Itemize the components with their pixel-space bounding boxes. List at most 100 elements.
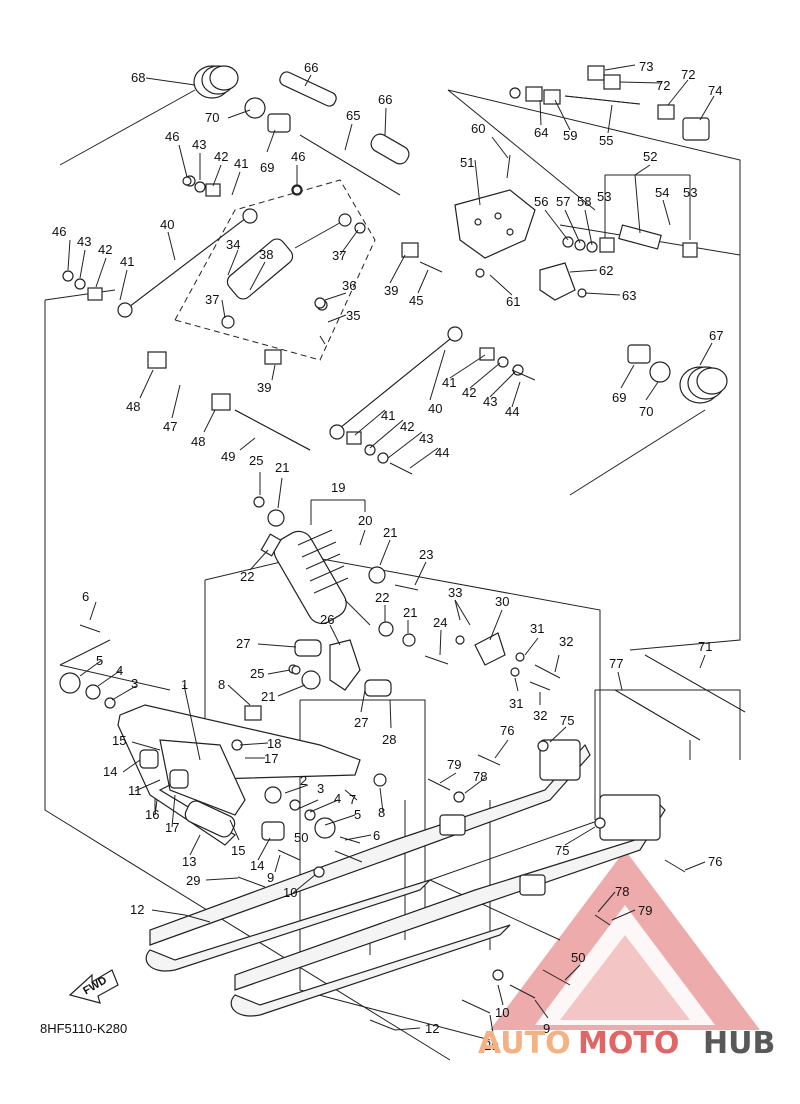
- callout-25: 25: [249, 453, 263, 468]
- callout-76: 76: [500, 723, 514, 738]
- callout-6: 6: [82, 589, 89, 604]
- callout-9: 9: [267, 870, 274, 885]
- callout-48: 48: [126, 399, 140, 414]
- front-shock-absorber: [253, 496, 416, 647]
- callout-50: 50: [571, 950, 585, 965]
- callout-78: 78: [615, 884, 629, 899]
- callout-1: 1: [181, 677, 188, 692]
- callout-2: 2: [300, 773, 307, 788]
- callout-79: 79: [447, 757, 461, 772]
- watermark-triangle-logo: [490, 850, 760, 1030]
- callout-73: 73: [639, 59, 653, 74]
- callout-44: 44: [505, 404, 519, 419]
- callout-21: 21: [261, 689, 275, 704]
- callout-69: 69: [612, 390, 626, 405]
- callout-72: 72: [681, 67, 695, 82]
- callout-67: 67: [709, 328, 723, 343]
- callout-75: 75: [560, 713, 574, 728]
- callout-37: 37: [205, 292, 219, 307]
- callout-7: 7: [349, 792, 356, 807]
- callout-14: 14: [250, 858, 264, 873]
- callout-12: 12: [130, 902, 144, 917]
- callout-52: 52: [643, 149, 657, 164]
- callout-42: 42: [214, 149, 228, 164]
- callout-78: 78: [473, 769, 487, 784]
- svg-text:AUTO: AUTO: [478, 1026, 571, 1061]
- callout-43: 43: [192, 137, 206, 152]
- callout-24: 24: [433, 615, 447, 630]
- callout-39: 39: [384, 283, 398, 298]
- parts-illustration: [59, 64, 746, 1034]
- fwd-arrow-icon: [68, 969, 119, 1004]
- callout-31: 31: [530, 621, 544, 636]
- callout-42: 42: [400, 419, 414, 434]
- slide-rail-upper: [145, 739, 591, 972]
- bolts: [79, 154, 686, 1031]
- shock-brackets: [288, 632, 525, 697]
- callout-53: 53: [683, 185, 697, 200]
- callout-17: 17: [165, 820, 179, 835]
- enclosure-lines: [44, 89, 741, 1061]
- callout-66: 66: [304, 60, 318, 75]
- callout-76: 76: [708, 854, 722, 869]
- callout-43: 43: [77, 234, 91, 249]
- callout-18: 18: [267, 736, 281, 751]
- callout-53: 53: [597, 189, 611, 204]
- callout-3: 3: [317, 781, 324, 796]
- callout-34: 34: [226, 237, 240, 252]
- leader-lines: [67, 64, 715, 1034]
- callout-20: 20: [358, 513, 372, 528]
- callout-56: 56: [534, 194, 548, 209]
- callout-8: 8: [218, 677, 225, 692]
- callout-8: 8: [378, 805, 385, 820]
- callout-71: 71: [698, 639, 712, 654]
- callout-63: 63: [622, 288, 636, 303]
- callout-3: 3: [131, 676, 138, 691]
- callout-28: 28: [382, 732, 396, 747]
- callout-5: 5: [96, 653, 103, 668]
- callout-25: 25: [250, 666, 264, 681]
- callout-4: 4: [116, 663, 123, 678]
- torsion-spring-right: [569, 366, 728, 496]
- callout-54: 54: [655, 185, 669, 200]
- callout-46: 46: [52, 224, 66, 239]
- callout-60: 60: [471, 121, 485, 136]
- callout-35: 35: [346, 308, 360, 323]
- callout-42: 42: [98, 242, 112, 257]
- callout-19: 19: [331, 480, 345, 495]
- callout-43: 43: [483, 394, 497, 409]
- callout-13: 13: [182, 854, 196, 869]
- callout-62: 62: [599, 263, 613, 278]
- callout-46: 46: [165, 129, 179, 144]
- callout-37: 37: [332, 248, 346, 263]
- callout-12: 12: [425, 1021, 439, 1036]
- callout-46: 46: [291, 149, 305, 164]
- watermark-text: AUTO MOTO HUB: [478, 1026, 775, 1061]
- callout-15: 15: [231, 843, 245, 858]
- shafts: [234, 71, 746, 741]
- callout-49: 49: [221, 449, 235, 464]
- callout-26: 26: [320, 612, 334, 627]
- callout-72: 72: [656, 78, 670, 93]
- callout-11: 11: [128, 783, 142, 798]
- callout-9: 9: [543, 1021, 550, 1036]
- callout-77: 77: [609, 656, 623, 671]
- callout-39: 39: [257, 380, 271, 395]
- callout-41: 41: [381, 408, 395, 423]
- callout-70: 70: [639, 404, 653, 419]
- callout-32: 32: [533, 708, 547, 723]
- callout-43: 43: [419, 431, 433, 446]
- callout-27: 27: [354, 715, 368, 730]
- callout-29: 29: [186, 873, 200, 888]
- torsion-spring-left: [59, 65, 239, 166]
- callout-69: 69: [260, 160, 274, 175]
- callout-40: 40: [428, 401, 442, 416]
- callout-48: 48: [191, 434, 205, 449]
- callout-40: 40: [160, 217, 174, 232]
- callout-4: 4: [334, 791, 341, 806]
- callout-70: 70: [205, 110, 219, 125]
- callout-31: 31: [509, 696, 523, 711]
- mount-bracket: [454, 189, 662, 301]
- callout-22: 22: [240, 569, 254, 584]
